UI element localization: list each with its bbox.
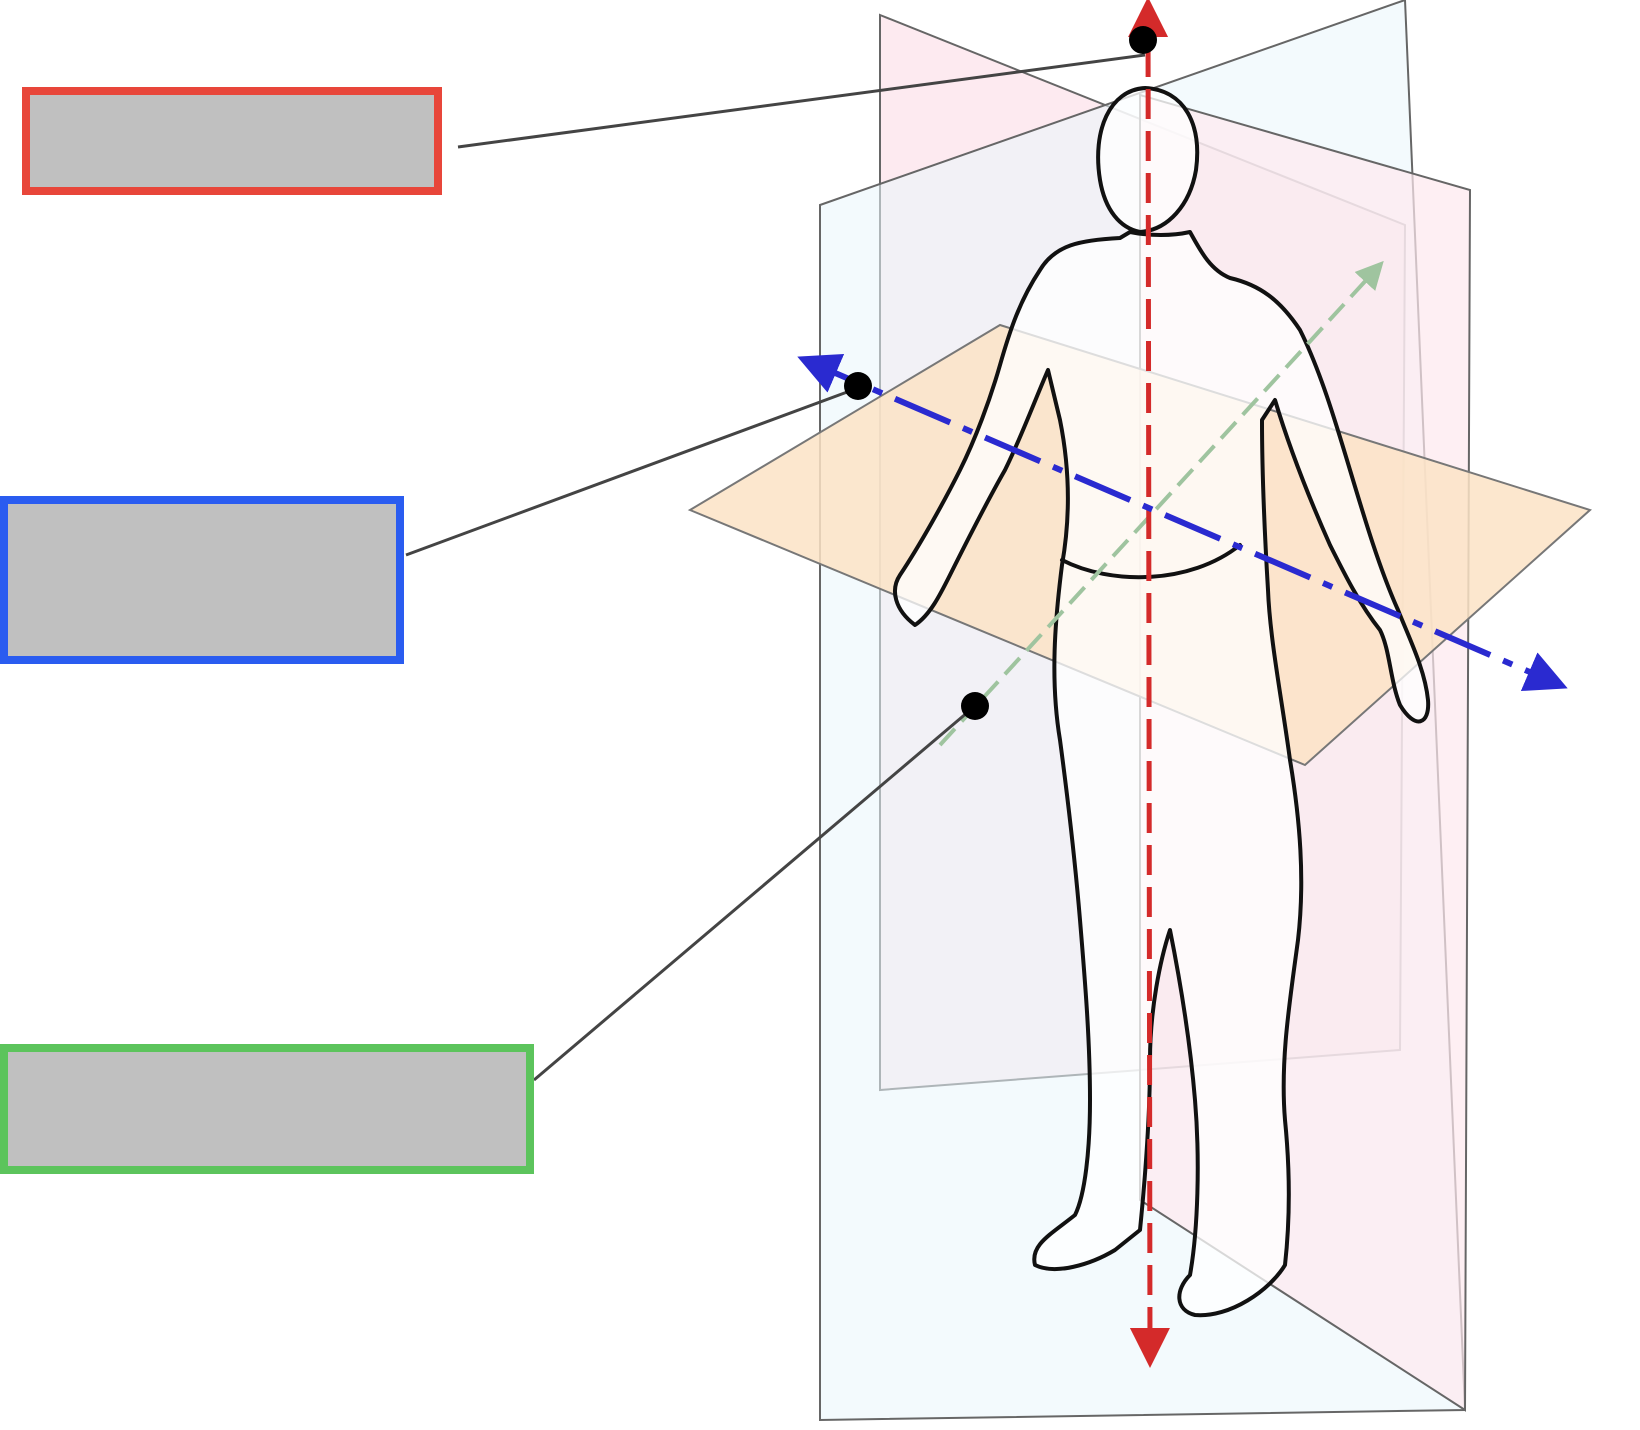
axis-point-icon — [844, 372, 872, 400]
axis-point-icon — [1129, 26, 1157, 54]
label-box-middle[interactable] — [0, 496, 404, 664]
axis-point-icon — [961, 692, 989, 720]
transverse-axis — [797, 353, 1568, 692]
label-box-bottom[interactable] — [0, 1044, 534, 1174]
leader-line-top — [457, 53, 1146, 149]
label-box-top[interactable] — [22, 87, 442, 195]
leader-line-bottom — [533, 704, 976, 1082]
leader-line-middle — [405, 386, 859, 557]
